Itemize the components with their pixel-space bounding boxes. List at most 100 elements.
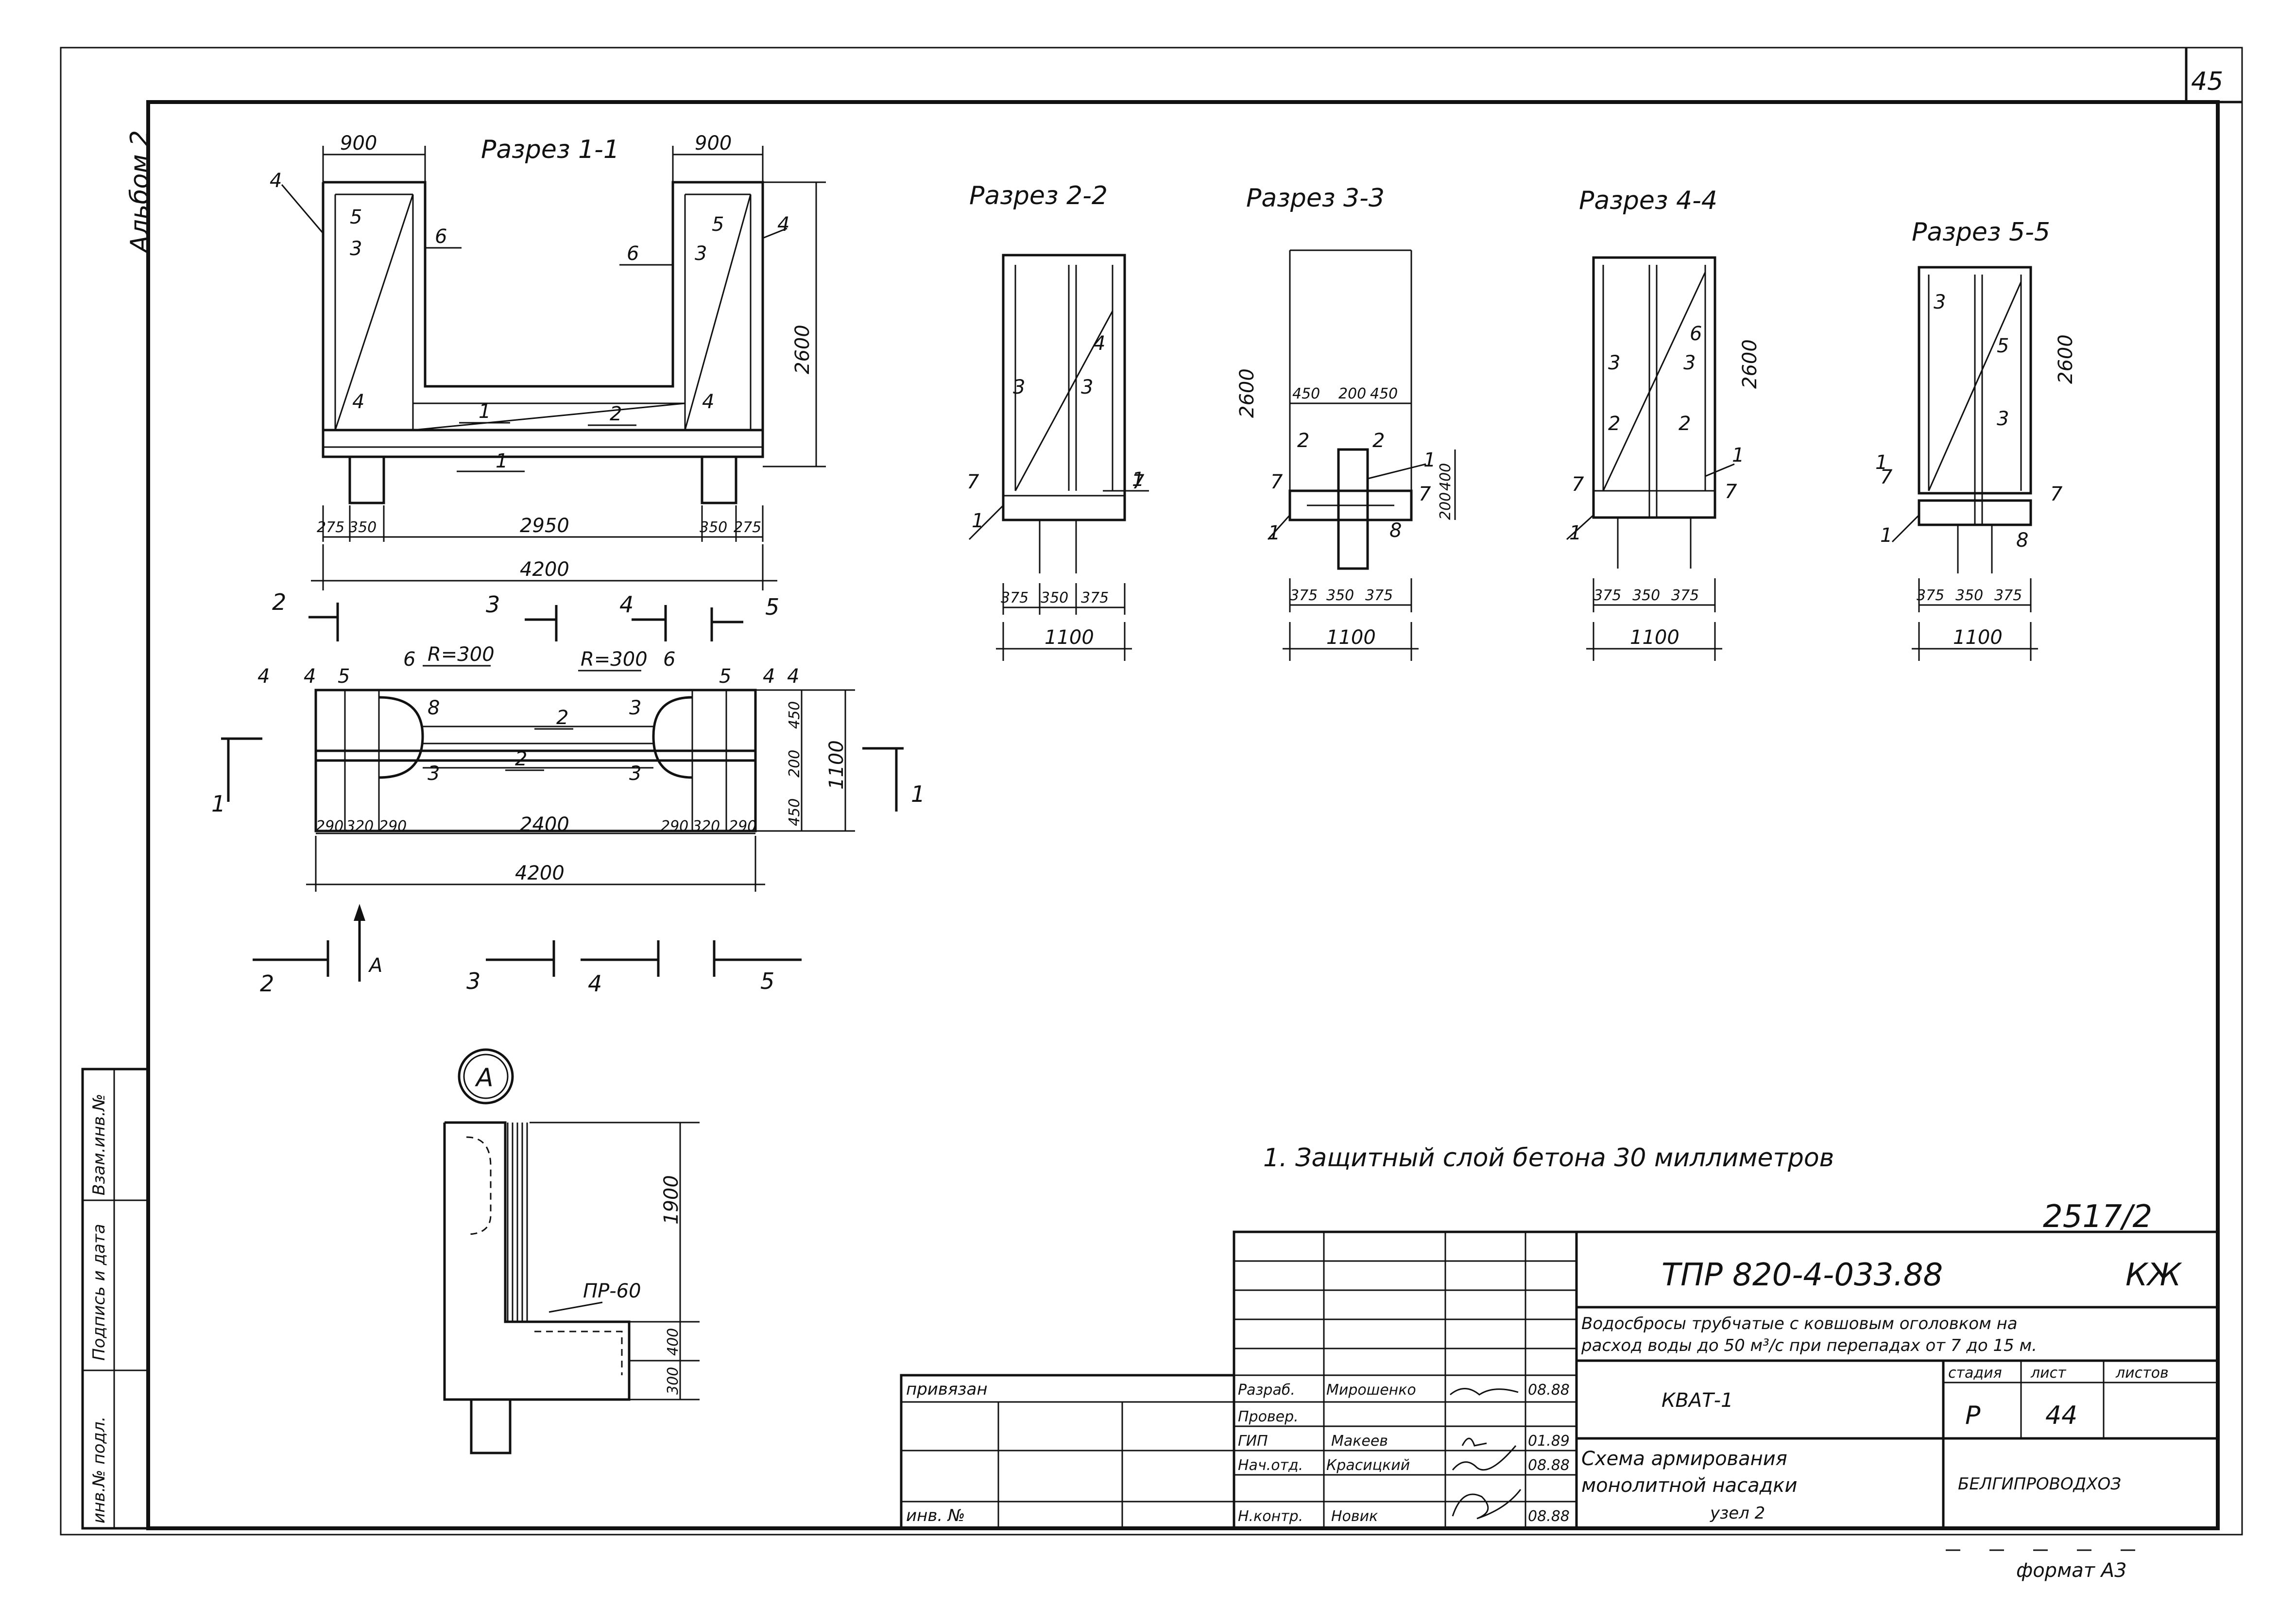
cut-2-top: 2 <box>272 589 286 615</box>
s11-dim-b4: 350 <box>700 519 727 536</box>
s55-dim-2: 350 <box>1955 587 1983 604</box>
plan-dim-r3: 450 <box>786 701 803 729</box>
radius-right: R=300 <box>581 648 648 671</box>
s44-mark-2b: 2 <box>1679 413 1691 435</box>
signature-2 <box>1461 1437 1487 1447</box>
s22-dim-1: 375 <box>1001 589 1028 606</box>
s22-mark-1b: 1 <box>972 510 984 532</box>
s44-dim-3: 375 <box>1671 587 1699 604</box>
s33-mark-8: 8 <box>1389 519 1402 542</box>
s11-mark-4c: 4 <box>352 391 364 413</box>
plan-mark-7: 2 <box>515 748 527 770</box>
detail-a-label: А <box>475 1063 494 1092</box>
plan-mark-5: 8 <box>428 697 440 719</box>
s22-dim-3: 375 <box>1081 589 1109 606</box>
s22-mark-4: 4 <box>1093 332 1105 355</box>
section-5-5: Разрез 5-5 3 5 3 1 7 7 1 8 2600 375 350 … <box>1875 218 2077 661</box>
s44-mark-3a: 3 <box>1608 352 1620 374</box>
section-1-1: Разрез 1-1 900 900 2600 <box>270 132 826 590</box>
plan-mark-4: 6 <box>403 648 415 671</box>
general-note: 1. Защитный слой бетона 30 миллиметров <box>1263 1143 1834 1173</box>
outer-border <box>60 47 2243 1536</box>
cut-1-left: 1 <box>211 791 225 817</box>
s55-mark-3b: 3 <box>1997 408 2009 430</box>
section-2-2-title: Разрез 2-2 <box>969 181 1108 210</box>
s55-mark-7a: 7 <box>1880 466 1893 488</box>
s11-dim-b5: 275 <box>734 519 761 536</box>
view-arrow-label: А <box>368 954 382 977</box>
stamp-sign-date: Подпись и дата <box>89 1224 109 1361</box>
tb-stage: Р <box>1965 1401 1981 1430</box>
s22-mark-3b: 3 <box>1081 376 1093 398</box>
tb-name-3: Красицкий <box>1326 1457 1410 1474</box>
tb-role-1: Провер. <box>1238 1408 1299 1425</box>
tb-unit: КВАТ-1 <box>1662 1389 1733 1412</box>
plan-dim-b7: 290 <box>729 818 756 835</box>
plan-mark-6: 2 <box>556 707 568 729</box>
plan-mark-8: 3 <box>428 762 440 785</box>
s11-dim-b3: 2950 <box>520 515 569 537</box>
tb-name-2: Макеев <box>1331 1433 1388 1450</box>
s55-mark-3a: 3 <box>1934 291 1946 313</box>
cut-5-bottom: 5 <box>760 968 774 994</box>
s11-mark-5a: 5 <box>350 206 362 228</box>
s11-mark-2: 2 <box>610 403 622 425</box>
section-4-4: Разрез 4-4 6 3 3 2 2 1 7 7 1 2600 375 35… <box>1566 186 1761 661</box>
s11-mark-4b: 4 <box>777 213 789 236</box>
signature-3 <box>1452 1445 1517 1471</box>
s33-total: 1100 <box>1326 626 1376 649</box>
cut-4-bottom: 4 <box>588 970 602 997</box>
plan-mark-13: 3 <box>629 697 641 719</box>
s33-mark-1a: 1 <box>1423 449 1436 471</box>
cut-3-bottom: 3 <box>466 968 480 994</box>
tb-description-2: расход воды до 50 м³/с при перепадах от … <box>1581 1336 2037 1355</box>
section-2-2: Разрез 2-2 4 3 3 1 7 7 1 375 350 375 110… <box>967 181 1149 661</box>
plan-dim-r1: 450 <box>786 798 803 826</box>
tb-name-0: Мирошенко <box>1326 1382 1416 1399</box>
cut-2-bottom: 2 <box>260 970 274 997</box>
s22-mark-7a: 7 <box>967 471 979 493</box>
tb-org: БЕЛГИПРОВОДХОЗ <box>1958 1474 2121 1494</box>
tb-date-4: 08.88 <box>1528 1508 1570 1525</box>
s11-dim-total: 4200 <box>520 558 569 581</box>
detail-dim-300: 300 <box>665 1367 682 1395</box>
s11-mark-4a: 4 <box>270 170 282 192</box>
s11-mark-1b: 1 <box>496 450 508 472</box>
detail-note: ПР-60 <box>583 1280 641 1302</box>
s22-dim-2: 350 <box>1041 589 1068 606</box>
cut-markers-top: 2 3 4 5 <box>272 589 779 641</box>
s44-mark-3b: 3 <box>1683 352 1696 374</box>
cut-3-top: 3 <box>486 591 500 618</box>
plan-mark-9: 6 <box>663 648 675 671</box>
tb-role-0: Разраб. <box>1238 1382 1295 1399</box>
album-label: Альбом 2 <box>125 130 154 254</box>
s11-dim-top-right: 900 <box>695 132 732 155</box>
s22-mark-1a: 1 <box>1132 468 1144 491</box>
s11-dim-b2: 350 <box>349 519 377 536</box>
s33-mark-1b: 1 <box>1268 522 1280 544</box>
tb-stage-label: стадия <box>1948 1365 2002 1382</box>
s33-dim-1: 375 <box>1290 587 1318 604</box>
signature-0 <box>1450 1388 1519 1396</box>
tb-role-2: ГИП <box>1238 1433 1268 1450</box>
s33-dim-top-3: 450 <box>1370 385 1398 402</box>
radius-left: R=300 <box>428 643 495 666</box>
s11-dim-height: 2600 <box>791 325 814 374</box>
s33-mark-7a: 7 <box>1270 471 1283 493</box>
section-1-1-title: Разрез 1-1 <box>481 135 619 164</box>
s55-dim-1: 375 <box>1917 587 1944 604</box>
cut-1-right: 1 <box>911 781 925 807</box>
s44-mark-2a: 2 <box>1608 413 1620 435</box>
s11-mark-3a: 3 <box>350 238 362 260</box>
s11-dim-b1: 275 <box>317 519 344 536</box>
plan-dim-b6: 320 <box>692 818 720 835</box>
s44-mark-7a: 7 <box>1572 473 1584 496</box>
section-4-4-title: Разрез 4-4 <box>1579 186 1717 215</box>
plan-dim-b1: 290 <box>316 818 343 835</box>
s33-dim-top-2: 200 <box>1338 385 1366 402</box>
plan-mark-3: 5 <box>338 665 350 688</box>
s44-mark-7b: 7 <box>1725 481 1737 503</box>
detail-a: А ПР-60 1900 400 300 <box>443 1048 700 1454</box>
s33-side-1: 400 <box>1437 463 1454 491</box>
s33-mark-7b: 7 <box>1419 483 1431 505</box>
